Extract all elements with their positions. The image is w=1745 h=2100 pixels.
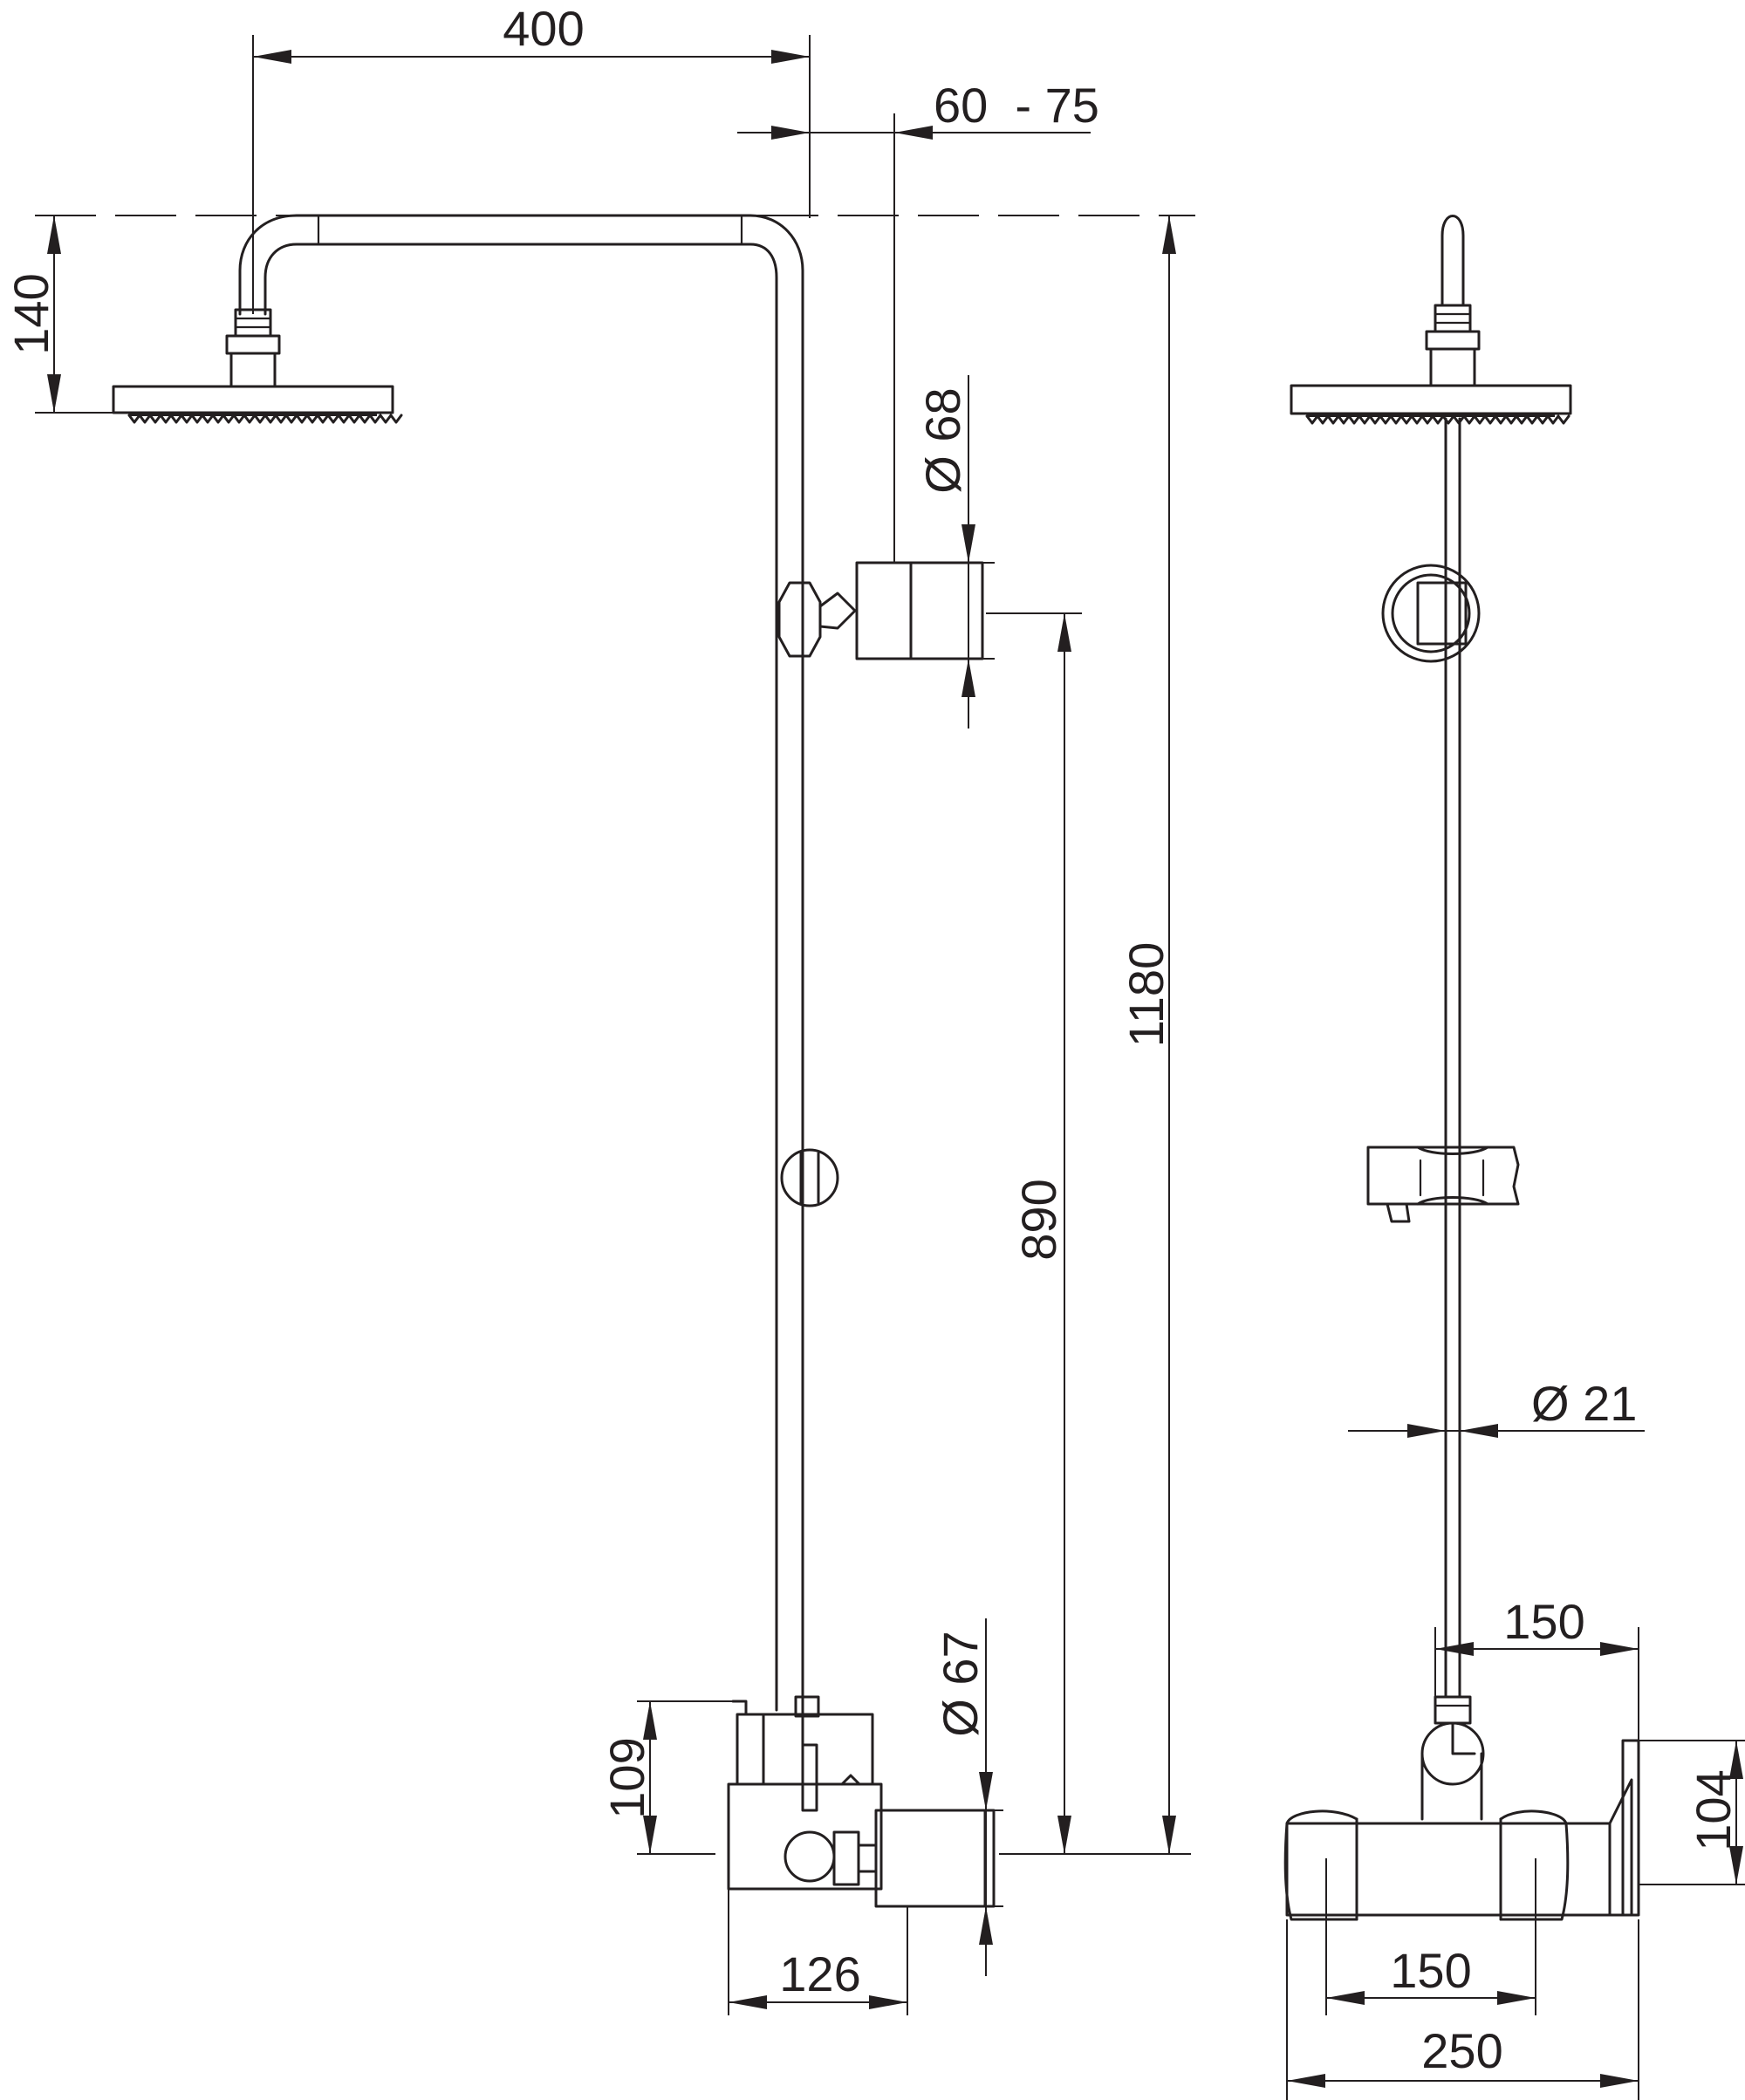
label-valve-depth: 126: [779, 1946, 860, 2001]
label-rail-diameter: Ø 21: [1531, 1376, 1637, 1431]
label-outlet-height: 109: [599, 1737, 654, 1818]
label-lever-height: 104: [1686, 1769, 1741, 1850]
dim-arm-reach: 400: [252, 1, 811, 314]
front-rail: [1444, 417, 1461, 1699]
front-wall-bracket: [1381, 564, 1481, 663]
side-hand-shower-holder: [777, 561, 984, 660]
dim-wall-distance: 60 - 75: [737, 78, 1099, 563]
label-holder-diameter: Ø 68: [915, 387, 970, 493]
overhead-arm: [238, 214, 804, 1747]
label-valve-width: 250: [1421, 2023, 1502, 2078]
dim-total-height: 1180: [999, 215, 1191, 1855]
label-wall-distance: 60 - 75: [934, 78, 1099, 133]
dim-rail-offset: 150: [1434, 1594, 1639, 1741]
dim-holder-height: 890: [986, 612, 1082, 1854]
side-mixer-valve: [727, 1695, 996, 1908]
dim-connection-spacing: 150: [1325, 1858, 1536, 2015]
dim-head-drop: 140: [3, 215, 157, 414]
side-view: 400 60 - 75 140 Ø 6: [3, 1, 1195, 2015]
dim-valve-width: 250: [1286, 1919, 1639, 2100]
side-rail-clamp: [780, 1148, 839, 1207]
label-connection-spacing: 150: [1390, 1943, 1471, 1998]
label-total-height: 1180: [1119, 942, 1174, 1047]
label-holder-height: 890: [1011, 1179, 1066, 1260]
front-view: Ø 21 150 104 150: [1283, 215, 1745, 2100]
dim-holder-diameter: Ø 68: [911, 375, 995, 729]
side-shower-head: [112, 308, 403, 424]
label-arm-reach: 400: [503, 1, 584, 56]
dim-valve-depth: 126: [728, 1889, 908, 2015]
dim-rail-diameter: Ø 21: [1348, 1376, 1645, 1438]
label-head-drop: 140: [3, 273, 58, 354]
dim-outlet-height: 109: [599, 1700, 737, 1855]
dim-lever-height: 104: [1639, 1740, 1745, 1885]
front-mixer-valve: [1283, 1695, 1640, 1921]
label-rail-offset: 150: [1503, 1594, 1584, 1649]
front-gooseneck: [1425, 215, 1481, 387]
label-valve-diameter: Ø 67: [933, 1631, 988, 1736]
front-shower-head: [1290, 384, 1572, 425]
nozzle-row: [127, 413, 403, 424]
dim-valve-diameter: Ø 67: [933, 1618, 1003, 1976]
front-hand-shower-slider: [1366, 1146, 1520, 1223]
